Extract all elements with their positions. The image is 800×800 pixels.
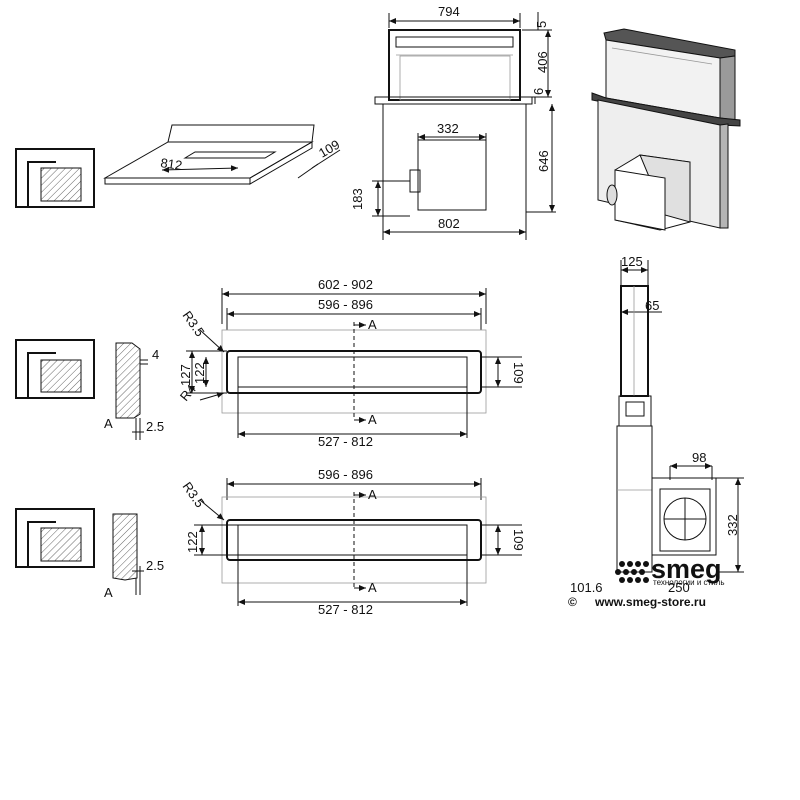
front-base-gap-dim: 6	[531, 88, 546, 95]
front-base-width-dim: 802	[438, 216, 460, 231]
front-body-height-dim: 646	[536, 150, 551, 172]
cutout1-section-top: A	[368, 317, 377, 332]
cutout2-inner-range-dim: 596 - 896	[318, 467, 373, 482]
installation-icon-flush-3	[15, 508, 95, 568]
side-motor-width-dim: 98	[692, 450, 706, 465]
installation-icon-flush-1	[15, 148, 95, 208]
cutout1-height-outer: 127	[178, 364, 193, 386]
front-view: 794 332 183 802 406 5 6 646	[350, 4, 556, 240]
iso-countertop-view: 812 109	[103, 124, 342, 185]
section-1-profile: 4 2.5 A	[104, 342, 164, 440]
section2-edge-dim: 2.5	[146, 558, 164, 573]
side-view: 125 65 98 332 101.6 250	[570, 254, 744, 595]
section-2-profile: 2.5 A	[104, 513, 164, 600]
cutout2-section-bottom: A	[368, 580, 377, 595]
installation-icon-flush-2	[15, 339, 95, 399]
section2-label: A	[104, 585, 113, 600]
logo-brand-text: smeg	[651, 554, 722, 584]
iso-depth-dim: 109	[316, 137, 342, 161]
side-top-width-dim: 125	[621, 254, 643, 269]
cutout-1-drawing: 602 - 902 596 - 896 A A 527 - 812 R3.5 R…	[177, 277, 526, 449]
cutout2-height-inner: 122	[185, 531, 200, 553]
front-motor-width-dim: 332	[437, 121, 459, 136]
cutout-2-drawing: 596 - 896 A A 527 - 812 R3.5 122 109	[180, 467, 526, 617]
cutout2-slot-height: 109	[511, 529, 526, 551]
side-bottom-right-dim: 250	[668, 580, 690, 595]
front-motor-offset-dim: 183	[350, 188, 365, 210]
copyright-icon: ©	[568, 595, 577, 609]
cutout2-section-top: A	[368, 487, 377, 502]
iso-length-dim: 812	[160, 155, 184, 173]
section1-lip-dim: 4	[152, 347, 159, 362]
cutout1-radius-top: R3.5	[180, 308, 208, 339]
website-url: www.smeg-store.ru	[594, 595, 706, 609]
front-top-gap-dim: 5	[534, 21, 549, 28]
cutout1-inner-range-dim: 596 - 896	[318, 297, 373, 312]
cutout2-slot-range-dim: 527 - 812	[318, 602, 373, 617]
side-bottom-left-dim: 101.6	[570, 580, 603, 595]
smeg-logo: smeg технологии и стиль	[615, 554, 724, 587]
cutout1-outer-range-dim: 602 - 902	[318, 277, 373, 292]
section1-label: A	[104, 416, 113, 431]
section1-edge-dim: 2.5	[146, 419, 164, 434]
cutout1-height-inner: 122	[192, 362, 207, 384]
cutout2-radius-top: R3.5	[180, 479, 208, 510]
front-width-dim: 794	[438, 4, 460, 19]
side-motor-height-dim: 332	[725, 514, 740, 536]
cutout1-slot-range-dim: 527 - 812	[318, 434, 373, 449]
front-glass-height-dim: 406	[535, 51, 550, 73]
cutout1-section-bottom: A	[368, 412, 377, 427]
logo-tagline: технологии и стиль	[653, 578, 724, 587]
product-3d-view	[591, 28, 741, 231]
cutout1-slot-height: 109	[511, 362, 526, 384]
logo-dots-icon	[615, 561, 649, 583]
